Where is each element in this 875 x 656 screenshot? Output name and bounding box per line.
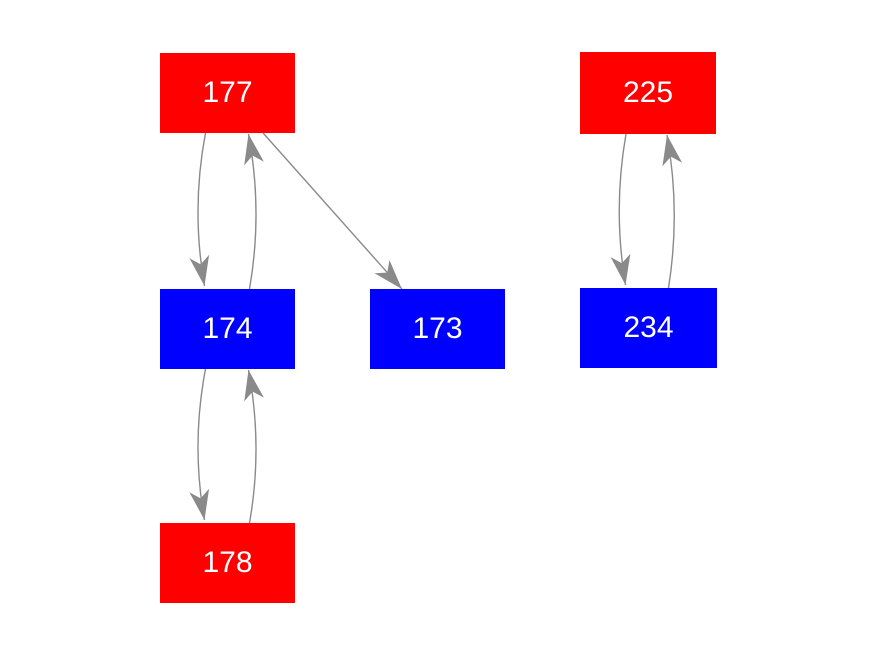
graph-node-174[interactable]: 174 (160, 289, 295, 369)
edge-225-to-234 (610, 133, 631, 286)
node-label: 178 (202, 546, 253, 579)
edge-174-to-177 (244, 133, 264, 290)
edge-177-to-174 (189, 132, 210, 287)
edge-177-to-173 (262, 132, 403, 290)
edge-174-to-178 (189, 368, 210, 521)
node-label: 177 (202, 76, 253, 109)
node-label: 225 (622, 76, 674, 109)
graph-node-234[interactable]: 234 (580, 288, 717, 368)
graph-node-177[interactable]: 177 (160, 53, 295, 133)
graph-node-173[interactable]: 173 (370, 289, 505, 369)
node-label: 174 (202, 312, 253, 345)
graph-node-178[interactable]: 178 (160, 523, 295, 603)
node-label: 234 (623, 311, 674, 344)
edge-178-to-174 (244, 369, 264, 524)
graph-node-225[interactable]: 225 (580, 52, 716, 134)
edge-234-to-225 (662, 134, 683, 289)
node-label: 173 (412, 312, 463, 345)
